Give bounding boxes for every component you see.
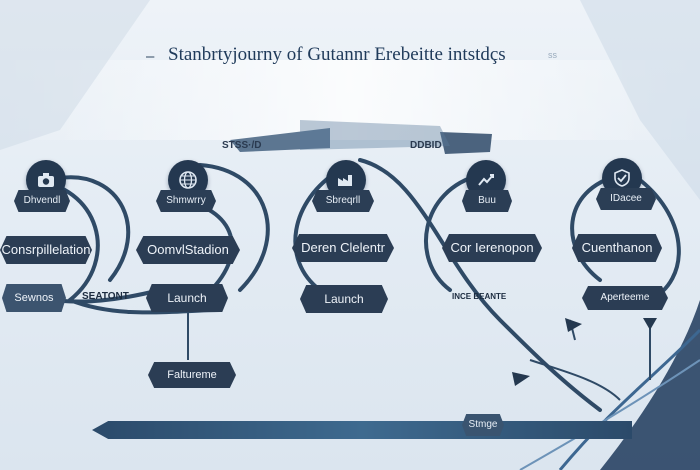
label-seatony: SEATONT xyxy=(82,291,129,302)
connector-lines xyxy=(187,300,651,401)
banner-label-left: STSS·/D xyxy=(222,140,262,151)
label-snce-beante: INCE BEANTE xyxy=(452,292,507,301)
page-title: Stanbrtyjourny of Gutannr Erebeitte ints… xyxy=(168,44,506,65)
stage-3-pill[interactable]: Sbreqrll xyxy=(312,190,374,212)
tag-aperteeme[interactable]: Aperteeme xyxy=(582,286,668,310)
stage-1-pill[interactable]: Dhvendl xyxy=(14,190,70,212)
tag-deren-clelentr[interactable]: Deren Clelentr xyxy=(292,234,394,262)
title-tail: ss xyxy=(548,50,557,60)
stage-4-pill[interactable]: Buu xyxy=(462,190,512,212)
stage-2-pill[interactable]: Shmwrry xyxy=(156,190,216,212)
stage-5-pill[interactable]: IDacee xyxy=(596,188,656,210)
tag-consolidation[interactable]: Consrpillelation xyxy=(0,236,92,264)
tag-launch-1[interactable]: Launch xyxy=(146,284,228,312)
tag-cor-ierenopon[interactable]: Cor Ierenopon xyxy=(442,234,542,262)
tag-sewnos[interactable]: Sewnos xyxy=(2,284,66,312)
title-dash: – xyxy=(146,48,155,65)
tag-faltureme[interactable]: Faltureme xyxy=(148,362,236,388)
timeline-node[interactable]: Stmge xyxy=(462,414,504,436)
tag-owmvi-station[interactable]: OomvlStadion xyxy=(136,236,240,264)
timeline-bar xyxy=(92,421,632,439)
tag-cuenthanon[interactable]: Cuenthanon xyxy=(572,234,662,262)
tag-launch-2[interactable]: Launch xyxy=(300,285,388,313)
arrowheads xyxy=(512,318,657,386)
banner-label-right: DDBID xyxy=(410,140,442,151)
